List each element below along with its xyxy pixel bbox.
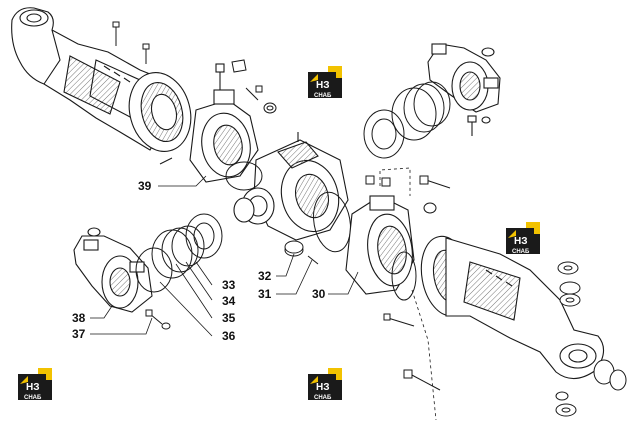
logo-sub: СНАБ (314, 395, 332, 401)
callout-leaders (90, 175, 359, 337)
callout-34: 34 (222, 294, 236, 308)
logo-mark: НЗ (316, 80, 330, 91)
right-washers (555, 261, 627, 417)
callout-37: 37 (72, 327, 86, 341)
logo-mark: НЗ (514, 236, 528, 247)
callout-38: 38 (72, 311, 86, 325)
plug-32 (284, 240, 319, 265)
top-right-trunnion (427, 43, 501, 136)
callout-36: 36 (222, 329, 236, 343)
differential-housing (233, 132, 349, 241)
logo-sub: СНАБ (24, 395, 42, 401)
callout-33: 33 (222, 278, 236, 292)
logo-mark: НЗ (26, 382, 40, 393)
right-fittings (365, 175, 451, 391)
callout-32: 32 (258, 269, 272, 283)
bolt-37 (145, 309, 171, 330)
callout-35: 35 (222, 311, 236, 325)
callout-39: 39 (138, 179, 152, 193)
brand-logo-watermark-right: НЗ СНАБ (506, 222, 540, 255)
callout-31: 31 (258, 287, 272, 301)
o-rings-center (225, 161, 351, 253)
hub-carrier-39 (189, 63, 259, 183)
top-right-bearing-rings (363, 81, 451, 159)
callout-30: 30 (312, 287, 326, 301)
bottom-left-trunnion-38 (73, 227, 153, 313)
logo-sub: СНАБ (512, 249, 530, 255)
logo-mark: НЗ (316, 382, 330, 393)
housing-bolts-top (112, 21, 150, 64)
brand-logo-watermark-top: НЗ СНАБ (308, 66, 342, 99)
small-fittings-left (159, 59, 277, 165)
bottom-left-rings (135, 213, 223, 293)
dashed-leader-lines (379, 167, 437, 421)
left-axle-housing (11, 7, 192, 152)
hub-carrier-30 (345, 195, 415, 295)
brand-logo-watermark-bottom-left: НЗ СНАБ (18, 368, 52, 401)
brand-logo-watermark-bottom-center: НЗ СНАБ (308, 368, 342, 401)
right-axle-housing (420, 235, 605, 380)
logo-sub: СНАБ (314, 93, 332, 99)
